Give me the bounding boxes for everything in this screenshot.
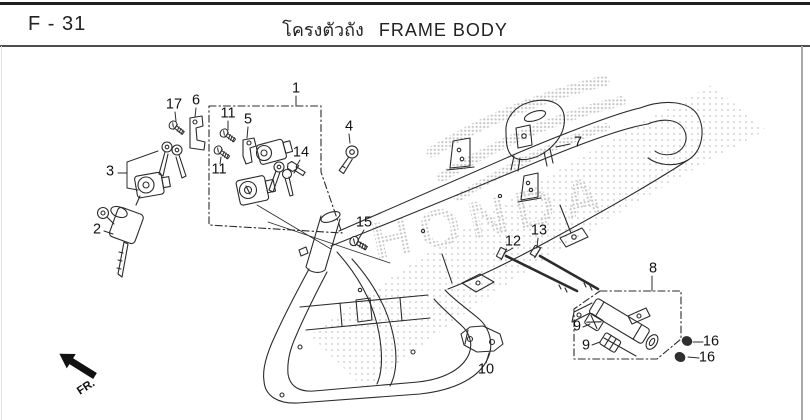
page-title-en: FRAME BODY [378, 20, 508, 40]
page-title: โครงตัวถัง FRAME BODY [0, 15, 790, 44]
lock-set-box [208, 105, 343, 234]
page-title-thai: โครงตัวถัง [282, 20, 364, 40]
content-border-left [1, 46, 2, 420]
hanger-box [573, 290, 682, 360]
fr-direction-arrow: FR. [59, 353, 97, 398]
page-top-rule [0, 2, 810, 5]
page-code: F - 31 [28, 13, 87, 35]
honda-watermark: HONDA [310, 75, 766, 390]
page-header: F - 31 โครงตัวถัง FRAME BODY [0, 5, 810, 45]
content-border-right [801, 46, 803, 420]
header-divider [0, 45, 810, 47]
frame-illustration [96, 95, 704, 404]
fr-label: FR. [75, 377, 97, 397]
